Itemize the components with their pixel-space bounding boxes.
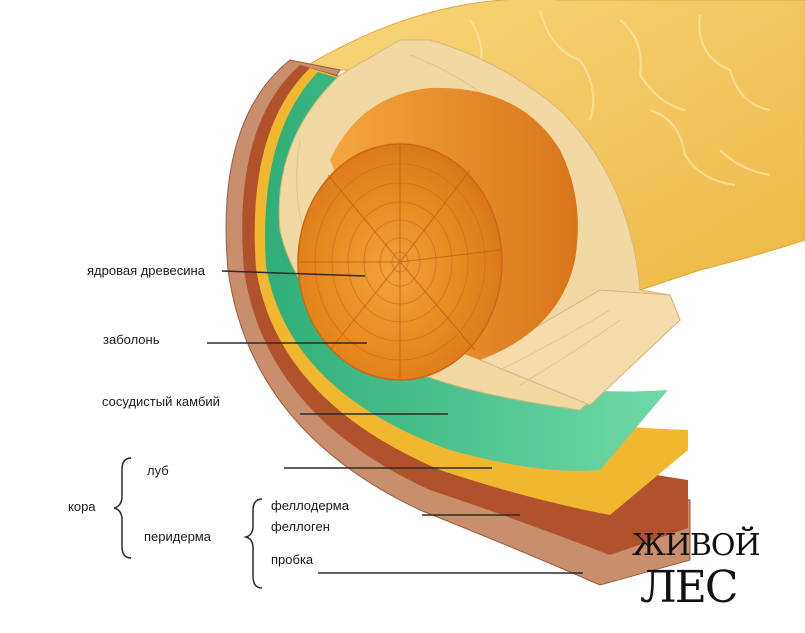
- label-phellogen: феллоген: [271, 520, 330, 533]
- bark-brace: [114, 458, 131, 558]
- periderm-brace: [246, 499, 262, 588]
- label-cork: пробка: [271, 553, 313, 566]
- label-heartwood: ядровая древесина: [87, 264, 205, 277]
- logo-line1: ЖИВОЙ: [632, 528, 760, 563]
- logo-line2: ЛЕС: [640, 562, 737, 613]
- label-periderm: перидерма: [144, 530, 211, 543]
- label-bark: кора: [68, 500, 96, 513]
- label-cambium: сосудистый камбий: [102, 395, 220, 408]
- label-sapwood: заболонь: [103, 333, 160, 346]
- label-phloem: луб: [147, 464, 169, 477]
- label-phelloderm: феллодерма: [271, 499, 349, 512]
